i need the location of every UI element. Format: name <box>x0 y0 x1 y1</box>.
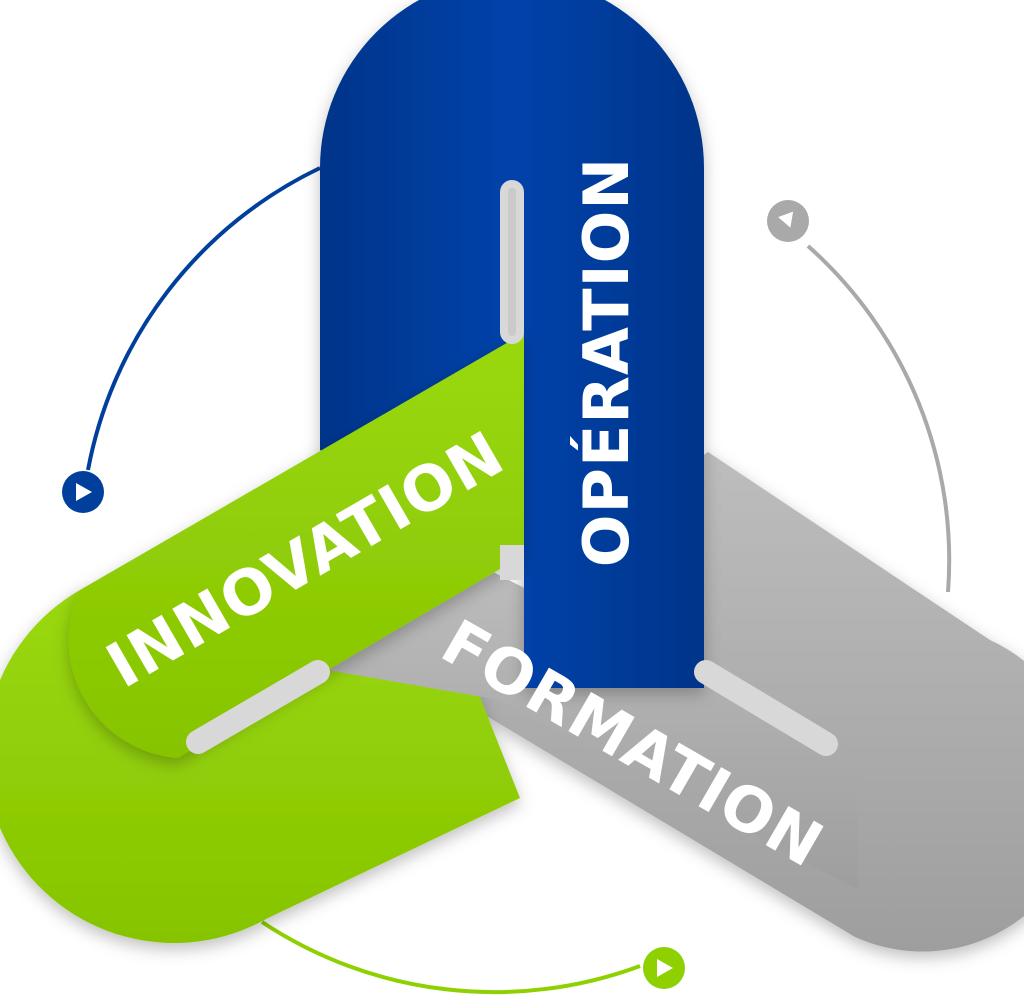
band-slots <box>186 180 838 756</box>
formation-band-overlap <box>298 560 858 890</box>
play-marker-icon <box>767 200 809 242</box>
green-cycle-arrow <box>260 920 685 995</box>
blue-cycle-arrow <box>62 166 321 513</box>
play-marker-icon <box>643 947 685 989</box>
play-marker-icon <box>62 471 104 513</box>
innovation-band-upper <box>68 333 524 758</box>
operation-label: OPÉRATION <box>570 157 643 567</box>
gray-cycle-arrow <box>767 200 952 593</box>
